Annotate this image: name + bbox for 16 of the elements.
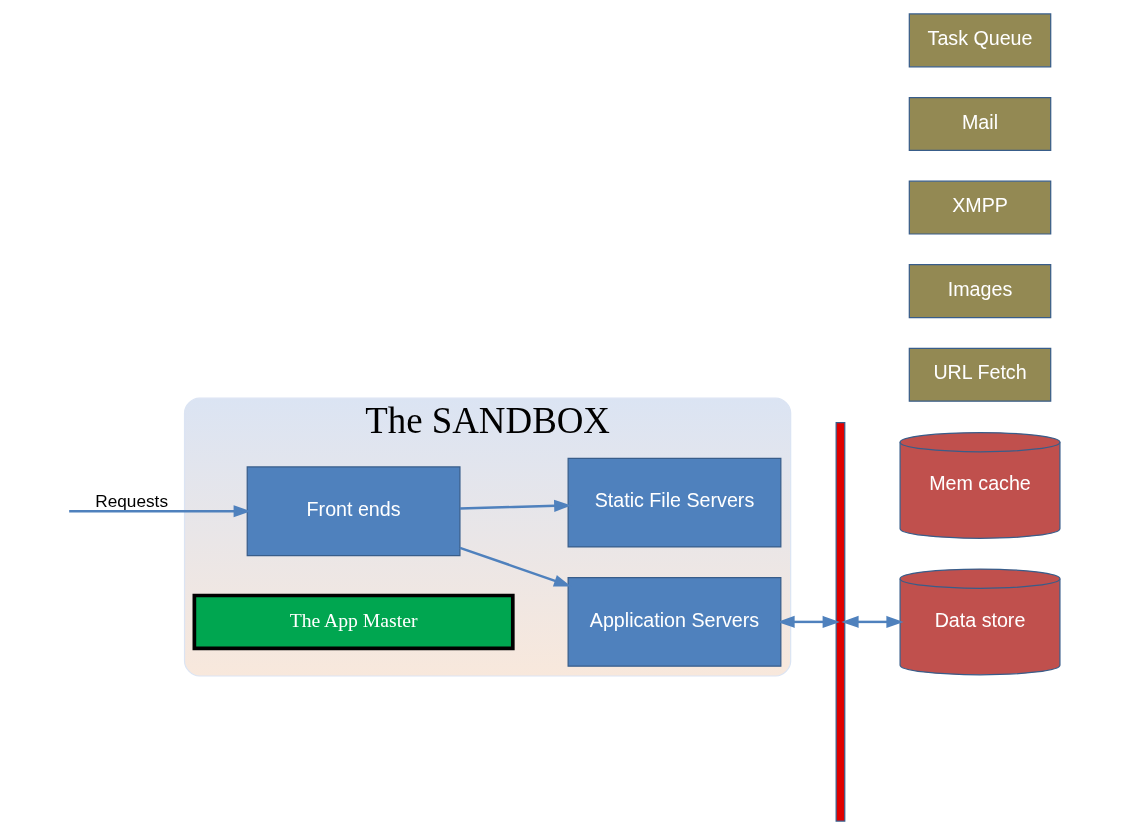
node-box: Front ends [246,465,461,556]
node-box: Images [908,263,1052,318]
node-box: XMPP [908,180,1052,235]
node-box: Task Queue [908,12,1052,67]
node-box: Application Servers [567,576,782,667]
arrow [69,504,251,517]
node-box: Static File Servers [567,457,782,547]
arrow [459,546,572,586]
arrow [459,499,572,512]
node-bar [835,421,846,822]
node-box: URL Fetch [908,347,1052,402]
edge-label: Requests [95,490,168,511]
node-box: The App Master [192,593,515,650]
node-box: Mail [908,96,1052,151]
arrow [777,615,840,628]
arrow [841,615,904,628]
